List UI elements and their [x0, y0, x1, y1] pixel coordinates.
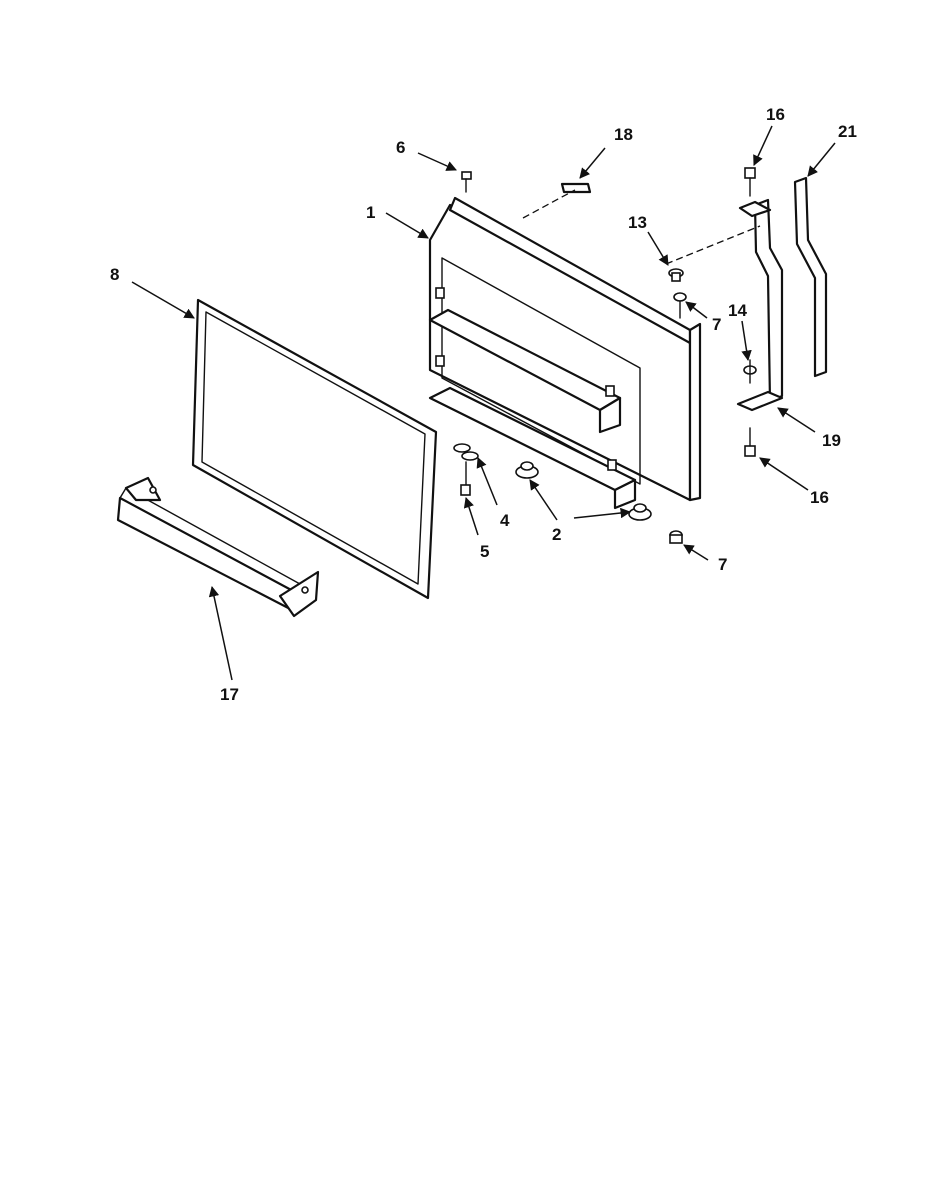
seal-strip [793, 176, 828, 378]
callout-18: 18 [614, 125, 633, 144]
callout-5: 5 [480, 542, 489, 561]
callout-16-lower: 16 [810, 488, 829, 507]
callout-7-upper: 7 [712, 315, 721, 334]
callout-6: 6 [396, 138, 405, 157]
callout-7-lower: 7 [718, 555, 727, 574]
callout-8: 8 [110, 265, 119, 284]
callout-1: 1 [366, 203, 375, 222]
hinge-bracket [736, 198, 784, 412]
alignment-lines [522, 189, 761, 265]
callout-21: 21 [838, 122, 857, 141]
callout-14: 14 [728, 301, 747, 320]
callout-17: 17 [220, 685, 239, 704]
hinge-pin [743, 359, 757, 384]
callout-13: 13 [628, 213, 647, 232]
lower-hinge-cup [669, 530, 683, 544]
leader-arrows [131, 125, 836, 681]
upper-hinge-cup [673, 292, 687, 319]
door-handle [116, 476, 320, 618]
door-label [560, 182, 592, 194]
door-stops [515, 461, 652, 521]
callout-19: 19 [822, 431, 841, 450]
bottom-hinge-screws [453, 443, 479, 496]
hinge-screws [744, 167, 756, 457]
upper-hinge-bushing [668, 268, 684, 282]
callout-16-upper: 16 [766, 105, 785, 124]
callout-labels: 1 6 18 8 13 7 14 16 21 19 16 4 5 2 7 17 [110, 105, 857, 704]
top-screw [461, 171, 472, 193]
door-liner [428, 196, 702, 510]
door-gasket [191, 298, 438, 600]
callout-4: 4 [500, 511, 510, 530]
callout-2: 2 [552, 525, 561, 544]
